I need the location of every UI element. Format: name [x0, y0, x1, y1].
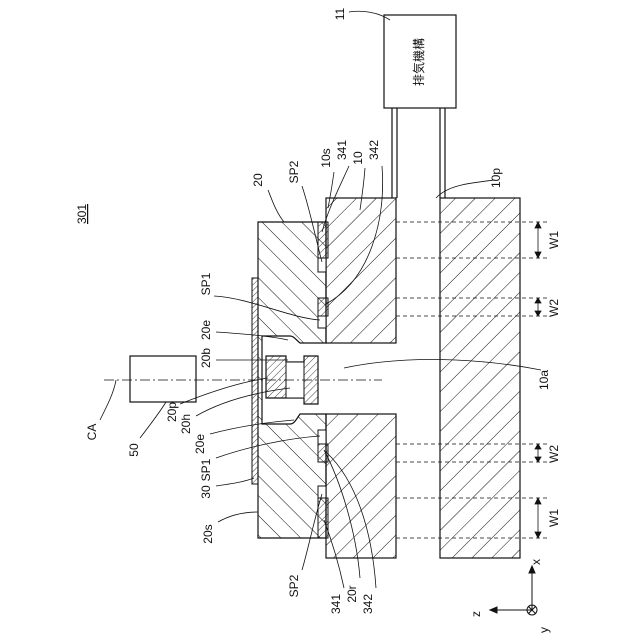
w2-top-label: W2: [547, 299, 561, 317]
axis-y-label: y: [537, 627, 551, 633]
surface-20s-label: 20s: [201, 524, 215, 543]
bottom-20b-label: 20b: [199, 348, 213, 368]
leader-20: [268, 190, 284, 222]
film-30-label: 30: [199, 485, 213, 499]
hole-20h-label: 20h: [179, 414, 193, 434]
leader-20s: [218, 512, 258, 522]
block-10-lower: [326, 414, 396, 558]
gap-upper-2: [318, 316, 326, 328]
sp1-bottom-label: SP1: [199, 458, 213, 481]
dim-w1-bottom: [535, 498, 541, 538]
figure-id: 301: [75, 204, 89, 224]
surface-10s-label: 10s: [319, 148, 333, 167]
camera-label: 50: [127, 443, 141, 457]
edge-20e-bottom-label: 20e: [193, 434, 207, 454]
exhaust-box-label: 11: [333, 7, 347, 20]
pipe-label: 10p: [489, 168, 503, 188]
axis-ca-label: CA: [85, 424, 99, 441]
coordinate-axes: [490, 566, 537, 615]
edge-20e-top-label: 20e: [199, 320, 213, 340]
dim-w2-top: [535, 298, 541, 316]
leader-ca: [100, 380, 116, 420]
w1-bottom-label: W1: [547, 509, 561, 527]
sp2-bottom-label: SP2: [287, 574, 301, 597]
base-block-right: [440, 198, 520, 558]
camera-50: [130, 356, 196, 402]
axis-x-label: x: [529, 559, 543, 565]
exhaust-mechanism-text: 排気機構: [411, 38, 426, 86]
gap-upper-1: [318, 258, 326, 272]
seal-341-bottom-label: 341: [329, 594, 343, 614]
leader-30: [216, 478, 254, 486]
protrusion-20p-label: 20p: [165, 402, 179, 422]
w2-bottom-label: W2: [547, 445, 561, 463]
block-10-upper: [326, 198, 396, 343]
w1-top-label: W1: [547, 231, 561, 249]
axis-z-label: z: [469, 611, 483, 617]
plate-label: 20: [251, 173, 265, 187]
seal-342-bottom-label: 342: [361, 594, 375, 614]
leader-50: [140, 402, 166, 438]
cavity-label: 10a: [537, 370, 551, 390]
block-10-label: 10: [351, 151, 365, 165]
gap-lower-2: [318, 486, 326, 498]
seal-341-top-label: 341: [335, 140, 349, 160]
seal-342-top: [318, 298, 328, 316]
seal-342-top-label: 342: [367, 140, 381, 160]
sp2-top-label: SP2: [287, 160, 301, 183]
dim-w2-bottom: [535, 444, 541, 462]
dim-w1-top: [535, 222, 541, 258]
sp1-top-label: SP1: [199, 272, 213, 295]
gap-lower-1: [318, 430, 326, 444]
recess-20r-label: 20r: [345, 585, 359, 602]
